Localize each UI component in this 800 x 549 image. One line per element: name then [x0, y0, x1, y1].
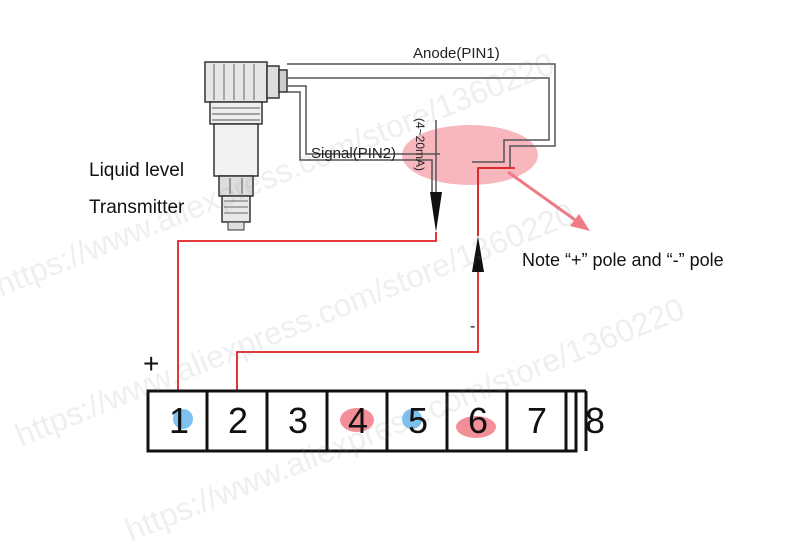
up-arrow-icon [472, 236, 484, 272]
current-range-label: (4~20mA) [413, 118, 427, 172]
wiring-diagram [146, 61, 590, 453]
note-pointer-arrowhead [570, 214, 590, 231]
terminal-4-dot [340, 408, 374, 432]
device-label-line2: Transmitter [89, 197, 185, 218]
terminal-6-dot [456, 416, 496, 438]
polarity-note: Note “+” pole and “-” pole [522, 250, 724, 270]
terminal-5: 5 [407, 400, 429, 441]
terminal-5-dot [402, 409, 422, 429]
signal-label: Signal(PIN2) [311, 145, 397, 162]
cable-inner [287, 77, 550, 163]
terminal-4: 4 [347, 400, 369, 441]
down-arrow-icon [430, 192, 442, 232]
minus-pole-label: - [470, 318, 476, 335]
terminal-6: 6 [467, 400, 489, 441]
red-wire-plus [177, 232, 437, 392]
red-wire-minus [236, 272, 479, 392]
note-pointer-line [507, 170, 579, 224]
terminal-3: 3 [287, 400, 309, 441]
signal-wire [287, 91, 433, 192]
terminal-block [146, 389, 588, 453]
terminal-7: 7 [526, 400, 548, 441]
terminal-2: 2 [227, 400, 249, 441]
transmitter-icon [204, 61, 288, 231]
device-label-line1: Liquid level [89, 160, 185, 181]
anode-label: Anode(PIN1) [413, 45, 500, 62]
terminal-8: 8 [584, 400, 606, 441]
terminal-1-dot [173, 409, 193, 429]
signal-wire-inner [287, 85, 440, 155]
terminal-1: 1 [168, 400, 190, 441]
plus-pole-label: + [143, 348, 160, 379]
